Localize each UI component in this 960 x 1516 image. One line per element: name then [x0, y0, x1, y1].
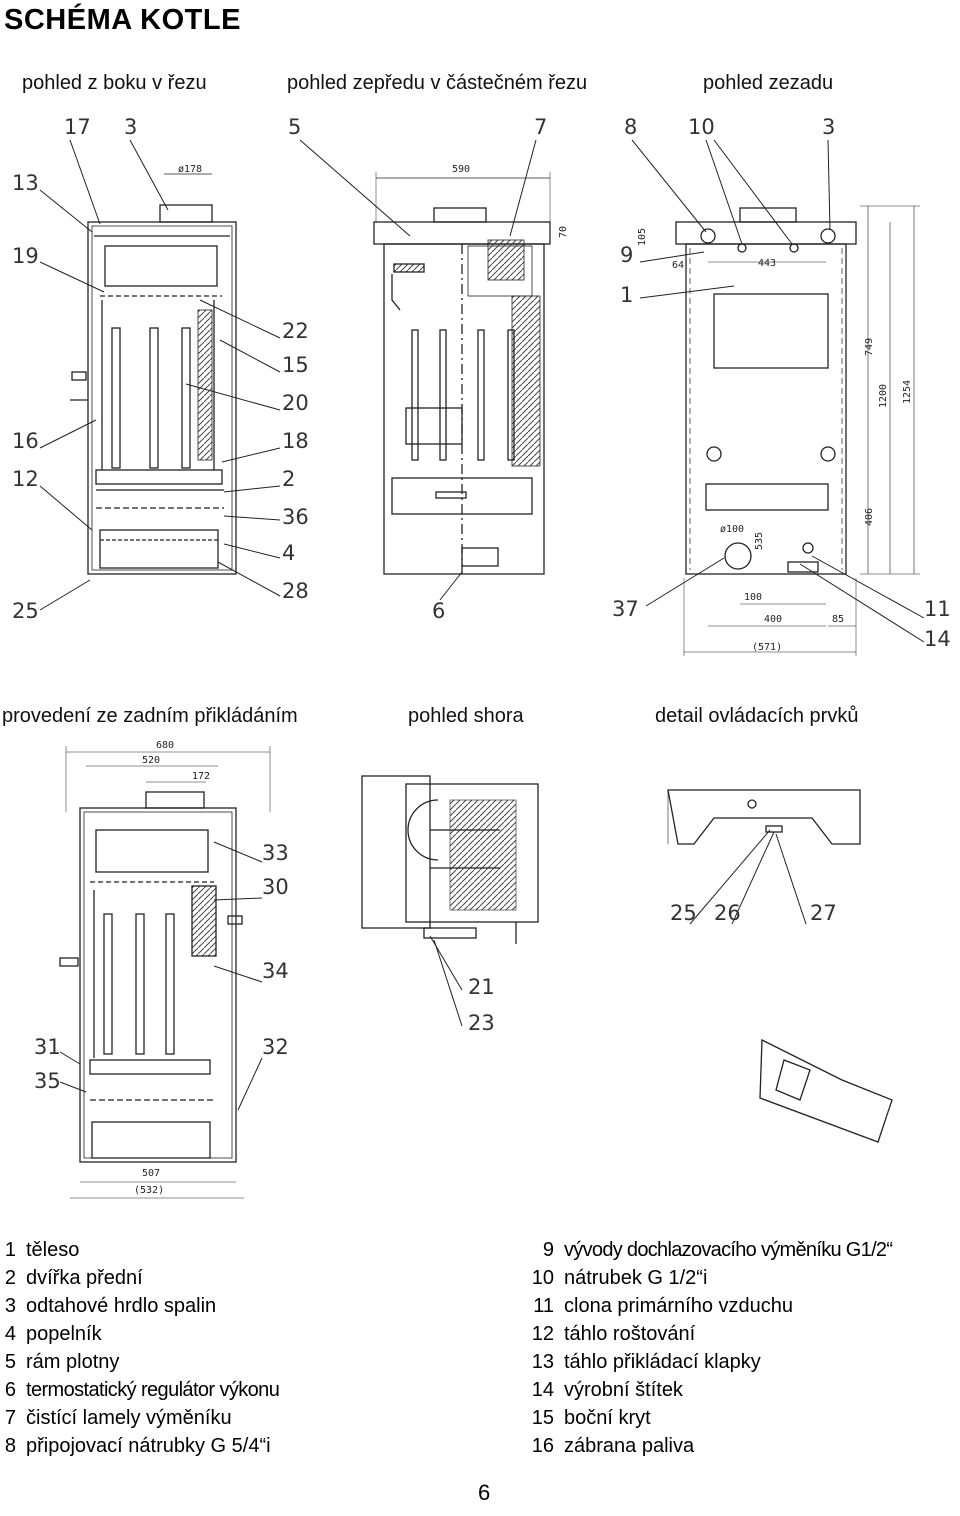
callout-22: 22	[282, 319, 309, 343]
callout-9: 9	[620, 243, 633, 267]
caption-rear-view: pohled zezadu	[703, 72, 834, 94]
caption-controls-detail: detail ovládacích prvků	[655, 705, 859, 727]
callout-5: 5	[288, 115, 301, 139]
dim-rear-749: 749	[864, 338, 875, 356]
dim-rl-532: (532)	[134, 1185, 164, 1196]
callout-37: 37	[612, 597, 639, 621]
callout-23: 23	[468, 1011, 495, 1035]
dim-rear-105: 105	[637, 228, 648, 246]
callout-25-controls: 25	[670, 901, 697, 925]
callout-26: 26	[714, 901, 741, 925]
callout-10: 10	[688, 115, 715, 139]
caption-side-section: pohled z boku v řezu	[22, 72, 207, 94]
callout-18: 18	[282, 429, 309, 453]
callout-labels: 17 3 13 19 16 12 25 22 15 20 18 2 36 4 2…	[12, 115, 951, 1093]
callout-20: 20	[282, 391, 309, 415]
callout-36: 36	[282, 505, 309, 529]
callout-13: 13	[12, 171, 39, 195]
top-view	[361, 775, 539, 944]
page-title: SCHÉMA KOTLE	[4, 4, 241, 36]
dim-rl-520: 520	[142, 755, 160, 766]
dim-rear-571: (571)	[752, 642, 782, 653]
dim-rear-1254: 1254	[902, 380, 913, 404]
dim-rear-d100: ø100	[720, 524, 744, 535]
page-number: 6	[478, 1480, 491, 1505]
callout-3-side: 3	[124, 115, 137, 139]
side-section-view: ø178	[70, 164, 237, 575]
callout-28: 28	[282, 579, 309, 603]
caption-rear-loading: provedení ze zadním přikládáním	[2, 705, 298, 727]
dim-rear-85: 85	[832, 614, 844, 625]
callout-4: 4	[282, 541, 295, 565]
caption-top-view: pohled shora	[408, 705, 524, 727]
controls-detail-view	[667, 789, 893, 1143]
callout-32: 32	[262, 1035, 289, 1059]
dim-rear-1200: 1200	[878, 384, 889, 408]
callout-3-rear: 3	[822, 115, 835, 139]
dim-rear-100: 100	[744, 592, 762, 603]
callout-34: 34	[262, 959, 289, 983]
dim-front-width: 590	[452, 164, 470, 175]
boiler-drawings: ø178 590 70	[12, 115, 951, 1199]
callout-2: 2	[282, 467, 295, 491]
callout-7: 7	[534, 115, 547, 139]
callout-35: 35	[34, 1069, 61, 1093]
callout-33: 33	[262, 841, 289, 865]
callout-1: 1	[620, 283, 633, 307]
caption-front-partial: pohled zepředu v částečném řezu	[287, 72, 588, 94]
rear-loading-view: 680 520 172 507 (532)	[59, 740, 271, 1199]
callout-8: 8	[624, 115, 637, 139]
dim-rl-172: 172	[192, 771, 210, 782]
callout-16: 16	[12, 429, 39, 453]
callout-31: 31	[34, 1035, 61, 1059]
callout-6: 6	[432, 599, 445, 623]
dim-rear-400: 400	[764, 614, 782, 625]
leader-lines	[39, 139, 925, 1111]
callout-15: 15	[282, 353, 309, 377]
callout-25-side: 25	[12, 599, 39, 623]
dim-rl-680: 680	[156, 740, 174, 751]
callout-12: 12	[12, 467, 39, 491]
dim-rl-507: 507	[142, 1168, 160, 1179]
dim-flue-diameter: ø178	[178, 164, 202, 175]
dim-rear-535: 535	[754, 532, 765, 550]
callout-14: 14	[924, 627, 951, 651]
dim-rear-64: 64	[672, 260, 684, 271]
callout-21: 21	[468, 975, 495, 999]
dim-rear-443: 443	[758, 258, 776, 269]
callout-30: 30	[262, 875, 289, 899]
callout-11: 11	[924, 597, 951, 621]
callout-19: 19	[12, 244, 39, 268]
front-partial-view: 590 70	[373, 164, 569, 575]
rear-view: 105 64 443 749 1200 1254 406 ø100 535 10…	[637, 205, 920, 656]
callout-17: 17	[64, 115, 91, 139]
dim-rear-406: 406	[864, 508, 875, 526]
callout-27: 27	[810, 901, 837, 925]
dim-front-70: 70	[558, 226, 569, 238]
